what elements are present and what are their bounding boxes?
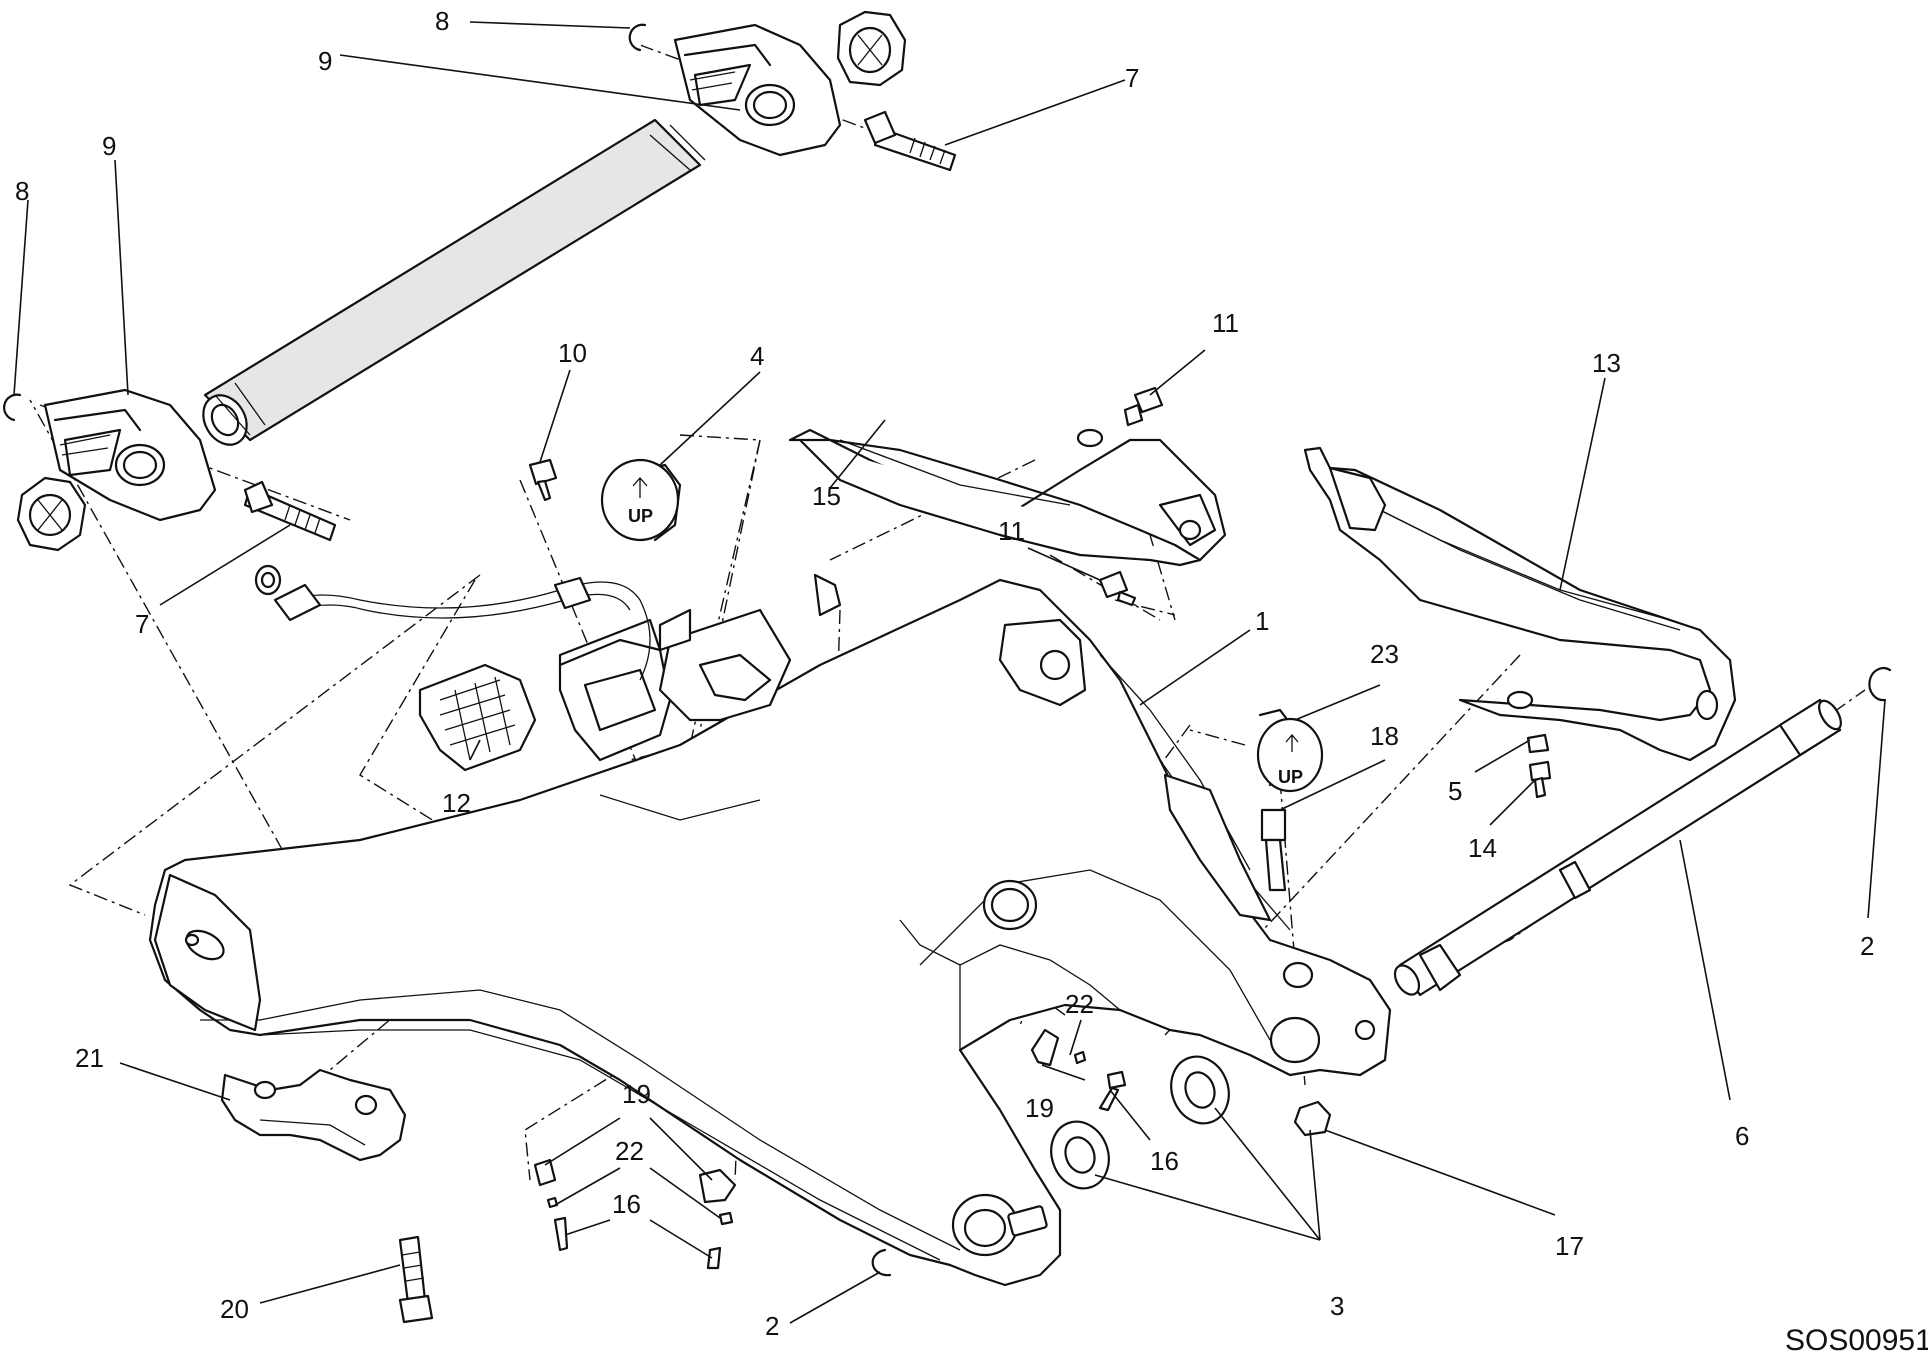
- hex-nut-left: [16, 476, 87, 552]
- callout-22-left: 22: [615, 1136, 644, 1166]
- callout-14: 14: [1468, 833, 1497, 863]
- washers: [1050, 1055, 1230, 1190]
- callout-21: 21: [75, 1043, 104, 1073]
- hex-nut-right: [836, 10, 907, 87]
- callout-7-top: 7: [1125, 63, 1139, 93]
- swingarm: [148, 573, 1392, 1287]
- up-cap-23: UP: [1256, 708, 1324, 793]
- callout-13: 13: [1592, 348, 1621, 378]
- screw-11-top: [1123, 386, 1164, 427]
- callout-3: 3: [1330, 1291, 1344, 1321]
- callout-7-left: 7: [135, 609, 149, 639]
- diagram-code: SOS00951: [1785, 1324, 1928, 1357]
- leader-lines: [13, 21, 1886, 1324]
- callout-8-left: 8: [15, 176, 29, 206]
- callout-19-right: 19: [1025, 1093, 1054, 1123]
- callout-5: 5: [1448, 776, 1462, 806]
- up-label-4: UP: [628, 506, 653, 526]
- callout-10: 10: [558, 338, 587, 368]
- callout-16-right: 16: [1150, 1146, 1179, 1176]
- nut-17: [1293, 1100, 1332, 1137]
- up-label-23: UP: [1278, 767, 1303, 787]
- callout-17: 17: [1555, 1231, 1584, 1261]
- callout-6: 6: [1735, 1121, 1749, 1151]
- callout-11-mid: 11: [998, 516, 1025, 546]
- up-cap-4: UP: [600, 458, 682, 542]
- callout-2-bottom: 2: [765, 1311, 779, 1341]
- callout-16-left: 16: [612, 1189, 641, 1219]
- chain-adjuster-left: [43, 388, 217, 522]
- callout-22-right: 22: [1065, 989, 1094, 1019]
- callout-15: 15: [812, 481, 841, 511]
- callout-20: 20: [220, 1294, 249, 1324]
- callout-11-top: 11: [1212, 308, 1239, 338]
- callout-9-top: 9: [318, 46, 332, 76]
- screw-18: [1260, 808, 1287, 892]
- chain-slider: [1303, 446, 1737, 762]
- rear-axle: [202, 118, 706, 446]
- swingarm-pivot-shaft: [1393, 698, 1842, 997]
- adjuster-bolt-left: [243, 480, 337, 542]
- screw-10: [528, 458, 558, 502]
- callout-19-left: 19: [622, 1079, 651, 1109]
- callout-1: 1: [1255, 606, 1269, 636]
- brake-hose: [254, 564, 651, 681]
- screw-11-mid: [1098, 570, 1137, 607]
- callout-18: 18: [1370, 721, 1399, 751]
- chain-adjuster-right: [673, 23, 842, 157]
- caliper-bracket: [220, 1068, 407, 1162]
- callout-23: 23: [1370, 639, 1399, 669]
- bolt-20: [398, 1235, 434, 1324]
- callout-4: 4: [750, 341, 764, 371]
- callouts: 1 2 2 3 4 5 6 7 7 8 8 9 9 10 11 11 12 13…: [15, 6, 1874, 1341]
- callout-12: 12: [442, 788, 471, 818]
- screws-5-14: [1526, 733, 1552, 799]
- chain-guard: [788, 428, 1227, 567]
- rubber-damper: [418, 663, 537, 772]
- hose-clips: [533, 1028, 1127, 1270]
- callout-2-right: 2: [1860, 931, 1874, 961]
- callout-9-left: 9: [102, 131, 116, 161]
- circlips: [3, 23, 1892, 1277]
- callout-8-top: 8: [435, 6, 449, 36]
- adjuster-bolt-right: [863, 110, 957, 172]
